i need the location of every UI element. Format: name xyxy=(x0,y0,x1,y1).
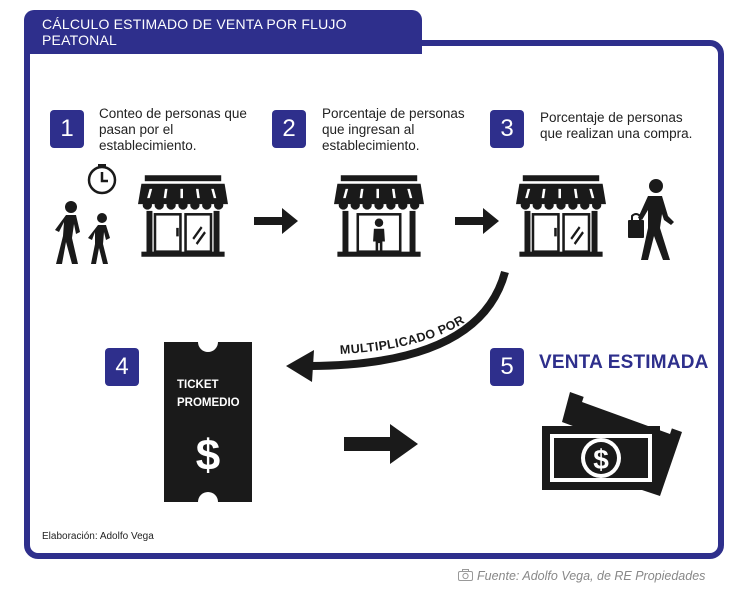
camera-icon xyxy=(458,569,473,581)
walking-people-icon xyxy=(55,201,110,264)
ticket-icon: TICKET PROMEDIO $ xyxy=(164,342,252,502)
multiply-curve-arrow: MULTIPLICADO POR xyxy=(286,270,509,382)
store-with-person-icon xyxy=(334,175,424,257)
source-caption: Fuente: Adolfo Vega, de RE Propiedades xyxy=(458,569,705,583)
step-5-number: 5 xyxy=(490,348,524,386)
arrow-right-icon xyxy=(344,424,418,464)
step-2-number: 2 xyxy=(272,110,306,148)
money-dollar-symbol: $ xyxy=(593,444,609,475)
credit-text: Elaboración: Adolfo Vega xyxy=(42,531,154,542)
arrow-right-icon xyxy=(455,208,499,234)
ticket-line-1: TICKET xyxy=(177,379,219,391)
step-3-number: 3 xyxy=(490,110,524,148)
svg-text:MULTIPLICADO POR: MULTIPLICADO POR xyxy=(339,313,466,357)
ticket-line-2: PROMEDIO xyxy=(177,397,240,409)
shopper-with-bag-icon xyxy=(628,179,674,260)
store-icon xyxy=(516,175,606,257)
source-text: Fuente: Adolfo Vega, de RE Propiedades xyxy=(477,569,706,583)
curve-label: MULTIPLICADO POR xyxy=(339,313,466,357)
store-icon xyxy=(138,175,228,257)
step-5-label: VENTA ESTIMADA xyxy=(539,352,709,373)
step-4-number: 4 xyxy=(105,348,139,386)
arrow-right-icon xyxy=(254,208,298,234)
ticket-dollar-symbol: $ xyxy=(196,431,220,480)
clock-icon xyxy=(87,164,117,195)
step-1-number: 1 xyxy=(50,110,84,148)
diagram-title: CÁLCULO ESTIMADO DE VENTA POR FLUJO PEAT… xyxy=(24,10,422,54)
money-bills-icon: $ xyxy=(542,392,682,496)
